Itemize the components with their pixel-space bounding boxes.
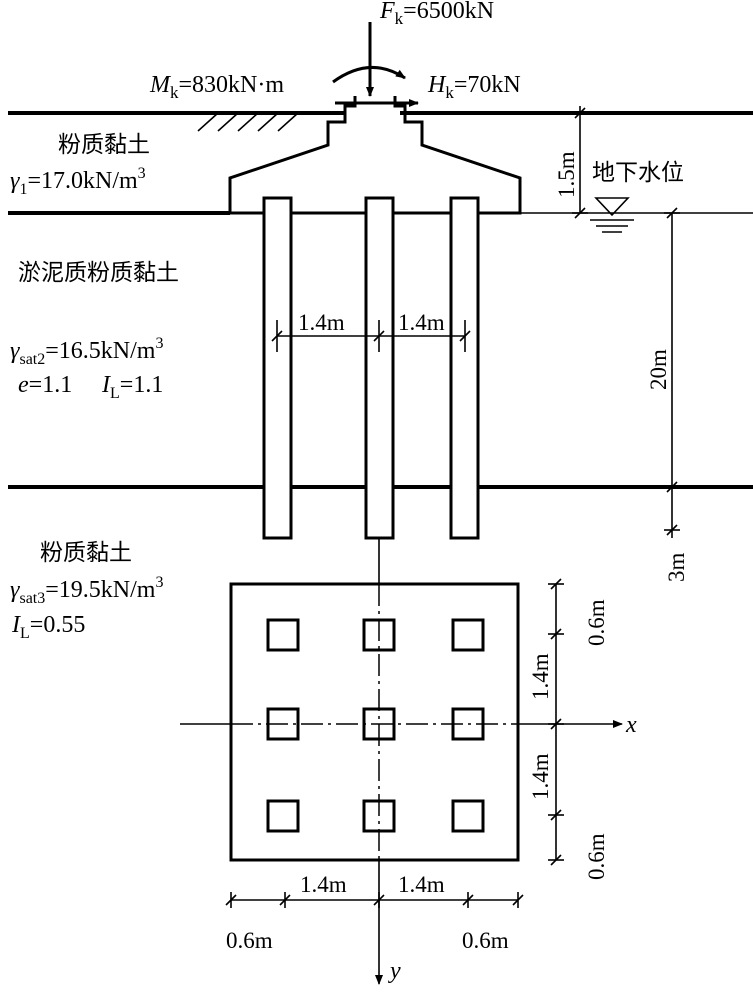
plan-vertical-dimension xyxy=(548,578,564,866)
plan-cap-outline xyxy=(229,582,520,862)
layer3-name: 粉质黏土 xyxy=(40,540,132,566)
layer2-name: 淤泥质粉质黏土 xyxy=(18,260,179,286)
load-H-label: Hk=70kN xyxy=(427,72,521,102)
plan-edge-left-label: 0.6m xyxy=(226,928,273,953)
plan-edge-top-label: 0.6m xyxy=(584,599,609,646)
layer2-IL: IL=1.1 xyxy=(101,372,163,402)
plan-pile xyxy=(266,618,300,652)
load-F-label: Fk=6500kN xyxy=(379,0,494,28)
pile-spacing-right-label: 1.4m xyxy=(398,310,445,335)
x-axis-label: x xyxy=(625,712,637,738)
layer1-name: 粉质黏土 xyxy=(58,132,150,158)
pile-center xyxy=(364,196,395,540)
plan-spacing-lower-label: 1.4m xyxy=(528,753,553,800)
plan-pile xyxy=(451,618,485,652)
piles-elevation xyxy=(262,196,480,540)
pile-left xyxy=(262,196,293,540)
plan-spacing-right-label: 1.4m xyxy=(398,872,445,897)
load-M-label: Mk=830kN·m xyxy=(149,72,284,102)
plan-spacing-upper-label: 1.4m xyxy=(528,653,553,700)
layer2-gamma: γsat2=16.5kN/m3 xyxy=(10,335,163,368)
pile-right xyxy=(449,196,480,540)
soft-layer-label: 20m xyxy=(646,349,671,390)
moment-arrow xyxy=(332,66,406,84)
plan-spacing-left-label: 1.4m xyxy=(300,872,347,897)
y-axis-label: y xyxy=(388,958,401,984)
plan-piles xyxy=(266,618,485,833)
cap-depth-label: 1.5m xyxy=(554,151,579,198)
layer3-gamma: γsat3=19.5kN/m3 xyxy=(10,574,163,607)
pile-embed-label: 3m xyxy=(664,553,689,583)
layer3-IL: IL=0.55 xyxy=(11,612,85,642)
plan-edge-bottom-label: 0.6m xyxy=(584,833,609,880)
plan-pile xyxy=(451,799,485,833)
water-table-symbol xyxy=(590,197,634,233)
water-table-label: 地下水位 xyxy=(592,160,684,186)
plan-horizontal-dimension xyxy=(225,892,524,908)
pile-spacing-dimension xyxy=(271,320,471,352)
layer2-e: e=1.1 xyxy=(18,372,72,398)
layer1-gamma: γ1=17.0kN/m3 xyxy=(10,165,146,198)
plan-pile xyxy=(266,799,300,833)
pile-spacing-left-label: 1.4m xyxy=(298,310,345,335)
ground-surface xyxy=(8,111,753,132)
pile-cap xyxy=(228,96,522,215)
cap-depth-dimension xyxy=(572,106,588,219)
plan-edge-right-label: 0.6m xyxy=(462,928,509,953)
soft-layer-dimension xyxy=(664,207,680,538)
